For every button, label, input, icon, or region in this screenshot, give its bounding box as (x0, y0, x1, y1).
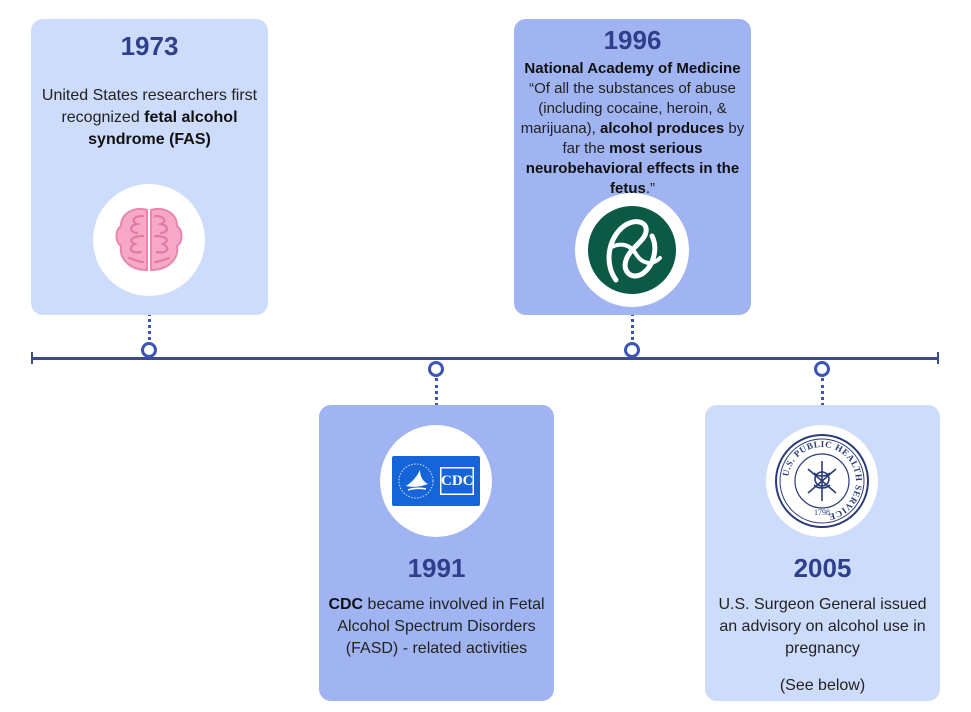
event-year: 1991 (407, 553, 466, 583)
timeline-node-1973 (141, 342, 157, 358)
brain-icon-circle (93, 184, 205, 296)
national-academy-of-medicine-logo (588, 206, 676, 294)
seal-year: 1798 (814, 508, 830, 517)
timeline-node-1991 (428, 361, 444, 377)
connector-1991 (435, 378, 438, 406)
event-note: (See below) (779, 677, 866, 694)
event-card-2005: U.S. PUBLIC HEALTH SERVICE 1798 2005 U.S… (705, 405, 940, 701)
cdc-logo-text: CDC (441, 473, 474, 489)
axis-start-tick (31, 352, 33, 364)
brain-icon (115, 208, 183, 272)
public-health-service-seal: U.S. PUBLIC HEALTH SERVICE 1798 (775, 434, 869, 528)
cdc-logo-circle: CDC (380, 425, 492, 537)
event-year: 1973 (120, 31, 179, 61)
organization-name: National Academy of Medicine (524, 60, 741, 77)
cdc-logo: CDC (392, 456, 480, 506)
axis-end-tick (937, 352, 939, 364)
event-description: United States researchers first recogniz… (41, 87, 258, 148)
event-description: CDC became involved in Fetal Alcohol Spe… (328, 596, 545, 657)
connector-1996 (631, 296, 634, 340)
timeline-node-1996 (624, 342, 640, 358)
hhs-eagle-icon (398, 463, 474, 499)
timeline-axis (32, 357, 938, 360)
event-year: 1996 (603, 25, 662, 55)
connector-2005 (821, 378, 824, 406)
event-card-1996: 1996 National Academy of Medicine“Of all… (514, 19, 751, 315)
timeline-node-2005 (814, 361, 830, 377)
connector-1973 (148, 296, 151, 340)
event-description: U.S. Surgeon General issued an advisory … (718, 596, 927, 657)
nam-logo-circle (575, 193, 689, 307)
event-year: 2005 (793, 553, 852, 583)
event-card-1973: 1973 United States researchers first rec… (31, 19, 268, 315)
event-card-1991: CDC 1991 CDC became involved in Fetal Al… (319, 405, 554, 701)
seal-circle: U.S. PUBLIC HEALTH SERVICE 1798 (766, 425, 878, 537)
event-quote: National Academy of Medicine“Of all the … (520, 60, 745, 197)
